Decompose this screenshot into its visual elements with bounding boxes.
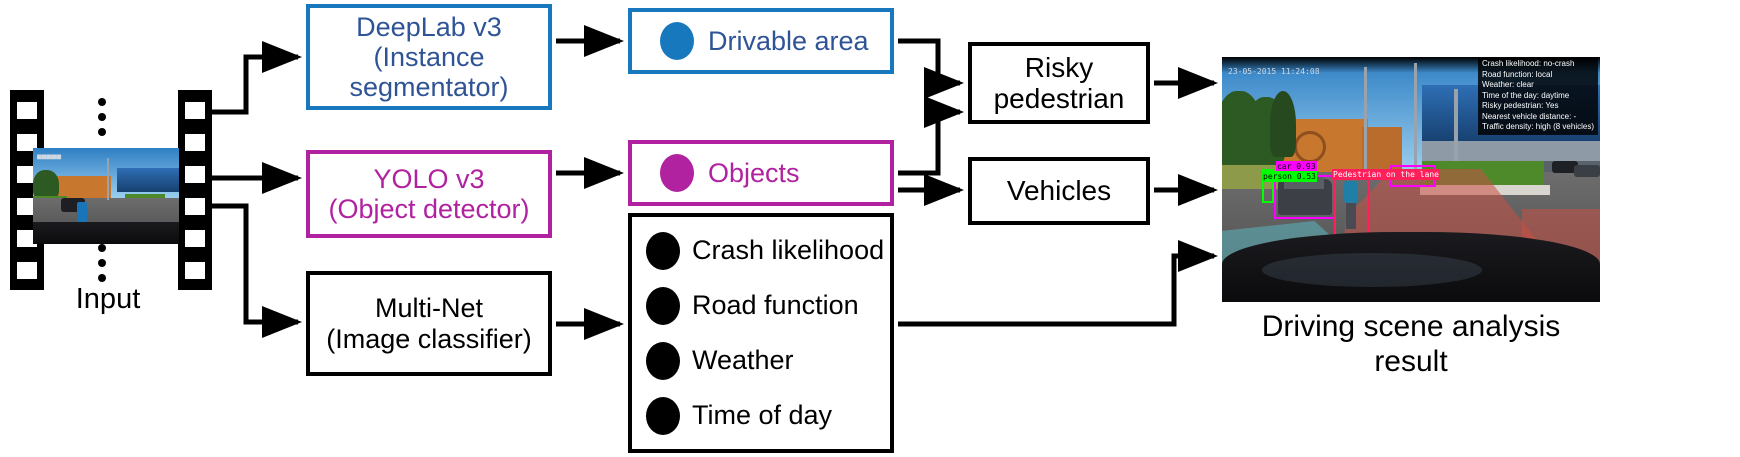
film-perforation [185, 165, 205, 183]
list-item: Weather [646, 341, 890, 380]
ellipsis-bottom-icon [98, 244, 106, 282]
vehicles-line-1: Vehicles [1006, 175, 1112, 207]
list-item-label: Time of day [692, 400, 833, 430]
input-frame-photo: ■■■■■ [33, 148, 179, 244]
film-perforation [17, 133, 37, 151]
list-item-label: Weather [692, 345, 794, 375]
drivable-area-label: Drivable area [708, 25, 869, 56]
output-box-objects[interactable]: Objects [628, 140, 894, 206]
result-caption-line-1: Driving scene analysis [1261, 310, 1561, 343]
bullet-dot-icon [646, 396, 680, 435]
risky-line-1: Risky [1024, 51, 1094, 83]
deeplab-line-2: (Instance [373, 41, 485, 72]
wire-input-to-multinet [212, 203, 303, 338]
overlay-line: Crash likelihood: no-crash [1481, 59, 1575, 68]
detection-label-person: person 0.53 [1262, 171, 1317, 182]
film-perforation [17, 197, 37, 215]
list-item: Road function [646, 286, 890, 325]
overlay-line: Weather: clear [1481, 80, 1534, 89]
result-caption-line-2: result [1374, 344, 1448, 378]
film-perforation [185, 197, 205, 215]
input-caption: Input [75, 283, 141, 315]
result-photo: car 0.93 person 0.53 Pedestrian on the l… [1222, 57, 1600, 302]
result-overlay-panel: Crash likelihood: no-crash Road function… [1477, 57, 1598, 135]
output-box-classifier-list[interactable]: Crash likelihood Road function Weather T… [628, 213, 894, 453]
drivable-area-dot-icon [660, 22, 694, 60]
film-perforation [17, 229, 37, 247]
deeplab-line-3: segmentator) [349, 72, 509, 103]
film-strip-right [178, 90, 212, 290]
film-perforation [17, 101, 37, 119]
film-perforation [17, 165, 37, 183]
multinet-line-1: Multi-Net [374, 293, 483, 324]
detection-label-car: car 0.93 [1276, 161, 1317, 172]
film-perforation [185, 133, 205, 151]
film-perforation [185, 261, 205, 279]
overlay-line: Traffic density: high (8 vehicles) [1481, 122, 1594, 131]
result-timestamp: 23-05-2015 11:24:08 [1228, 67, 1320, 76]
overlay-line: Risky pedestrian: Yes [1481, 101, 1559, 110]
decision-box-risky-pedestrian[interactable]: Risky pedestrian [968, 42, 1150, 124]
decision-box-vehicles[interactable]: Vehicles [968, 157, 1150, 225]
objects-label: Objects [708, 157, 800, 188]
model-box-yolo[interactable]: YOLO v3 (Object detector) [306, 150, 552, 238]
ellipsis-top-icon [98, 98, 106, 136]
bullet-dot-icon [646, 231, 680, 270]
wire-objects-to-risky [898, 95, 965, 176]
risky-line-2: pedestrian [993, 83, 1125, 114]
detection-label-pedestrian: Pedestrian on the lane [1332, 169, 1440, 180]
model-box-deeplab[interactable]: DeepLab v3 (Instance segmentator) [306, 4, 552, 110]
list-item-label: Road function [692, 290, 859, 320]
model-box-multinet[interactable]: Multi-Net (Image classifier) [306, 271, 552, 376]
list-item-label: Crash likelihood [692, 235, 885, 265]
deeplab-line-1: DeepLab v3 [356, 11, 502, 42]
wire-drivable-to-risky [898, 38, 965, 99]
output-box-drivable-area[interactable]: Drivable area [628, 8, 894, 74]
list-item: Time of day [646, 396, 890, 435]
film-perforation [185, 229, 205, 247]
overlay-line: Time of the day: daytime [1481, 90, 1570, 100]
bbox-person-left [1262, 169, 1274, 203]
multinet-line-2: (Image classifier) [326, 323, 532, 354]
result-caption: Driving scene analysis result [1222, 310, 1600, 379]
bullet-dot-icon [646, 286, 680, 325]
wire-input-to-deeplab [212, 40, 303, 115]
bullet-dot-icon [646, 341, 680, 380]
film-perforation [185, 101, 205, 119]
wire-list-to-result [898, 239, 1219, 327]
overlay-line: Road function: local [1481, 69, 1553, 79]
objects-dot-icon [660, 154, 694, 192]
film-perforation [17, 261, 37, 279]
list-item: Crash likelihood [646, 231, 890, 270]
overlay-line: Nearest vehicle distance: - [1481, 111, 1577, 121]
yolo-line-2: (Object detector) [328, 194, 530, 224]
yolo-line-1: YOLO v3 [373, 163, 485, 194]
